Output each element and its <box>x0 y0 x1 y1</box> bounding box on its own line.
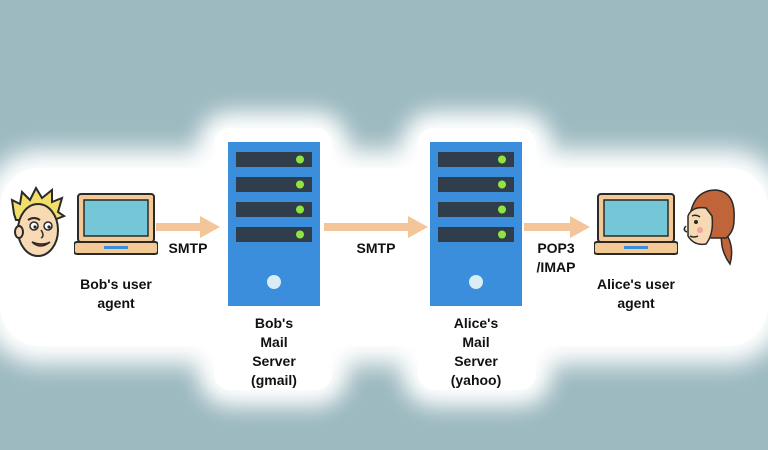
alice-avatar-icon <box>683 189 735 266</box>
server-icon <box>228 142 320 306</box>
laptop-icon <box>74 193 158 255</box>
bob-server-label: Bob's Mail Server (gmail) <box>251 315 297 388</box>
bob-agent-label: Bob's user agent <box>80 276 152 311</box>
arrow-server-to-alice <box>524 216 590 238</box>
arrow3-protocol-label: POP3 /IMAP <box>536 240 576 275</box>
alice-agent-label: Alice's user agent <box>596 276 676 311</box>
server-icon <box>430 142 522 306</box>
arrow-server-to-server <box>324 216 428 238</box>
arrow-bob-to-server <box>156 216 220 238</box>
alice-server-label: Alice's Mail Server (yahoo) <box>450 315 502 388</box>
arrow2-protocol-label: SMTP <box>356 240 396 256</box>
laptop-icon <box>594 193 678 255</box>
bob-avatar-icon <box>10 186 67 257</box>
arrow1-protocol-label: SMTP <box>168 240 208 256</box>
